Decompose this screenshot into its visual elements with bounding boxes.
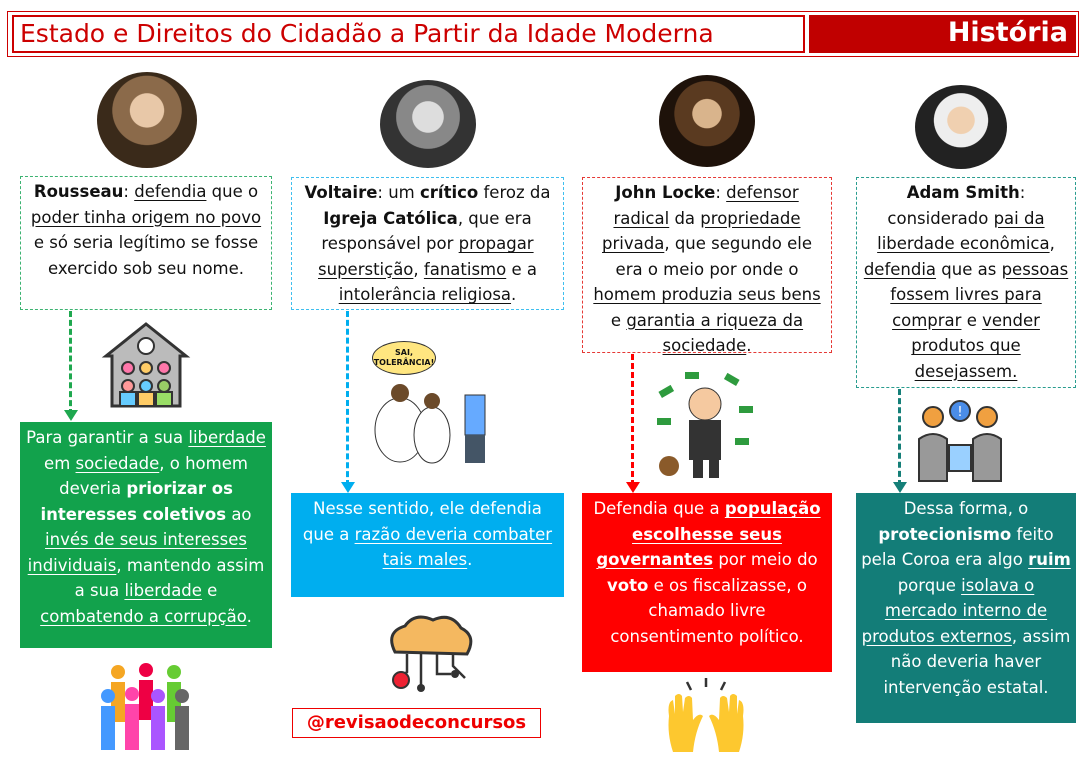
underlined-text: invés de seus interesses individuais (27, 530, 247, 575)
raised-hands-icon (668, 678, 744, 752)
rousseau-conclusion: Para garantir a sua liberdade em socieda… (20, 422, 272, 648)
community-house-icon (101, 322, 191, 408)
text-segment: em (44, 453, 76, 473)
text-segment: e a (506, 259, 537, 279)
smith-portrait (915, 85, 1007, 169)
text-segment: , assim não deveria haver intervenção es… (883, 626, 1071, 697)
locke-intro: John Locke: defensor radical da propried… (582, 177, 832, 356)
locke-conclusion: Defendia que a população escolhesse seus… (582, 493, 832, 672)
text-segment: , que era responsável por (321, 208, 532, 254)
brain-circuit-icon (390, 615, 473, 692)
smith-arrow (898, 389, 901, 486)
text-segment: , (413, 259, 424, 279)
text-segment: e os fiscalizasse, o chamado livre conse… (610, 575, 807, 646)
bold-text: protecionismo (878, 524, 1012, 544)
text-segment: e (201, 581, 218, 600)
author-handle[interactable]: @revisaodeconcursos (292, 708, 541, 738)
svg-text:!: ! (957, 405, 962, 420)
text-segment: ao (226, 504, 252, 524)
text-segment: , que segundo ele era o meio por onde o (615, 234, 812, 279)
text-segment: : (123, 182, 135, 201)
voltaire-intro: Voltaire: um crítico feroz da Igreja Cat… (291, 177, 564, 310)
subject-label: História (809, 15, 1076, 53)
underlined-text: vender produtos que desejassem. (911, 310, 1040, 381)
underlined-text: isolava o mercado interno de produtos ex… (861, 575, 1048, 646)
bold-text: Igreja Católica (323, 208, 458, 228)
arrow-head-icon (341, 482, 355, 493)
underlined-text: propriedade privada (602, 208, 801, 254)
text-segment: . (746, 336, 752, 355)
bold-text: voto (607, 575, 649, 595)
arrow-head-icon (626, 482, 640, 493)
rousseau-arrow (69, 311, 72, 415)
text-segment: , mantendo assim a sua (74, 555, 265, 601)
text-segment: Dessa forma, o (903, 499, 1029, 518)
text-segment: , o homem deveria (59, 453, 248, 499)
bold-text: Adam Smith (906, 183, 1020, 202)
underlined-text: intolerância religiosa (338, 285, 512, 304)
text-segment: e só seria legítimo se fosse exercido so… (33, 233, 259, 278)
arrow-head-icon (893, 482, 907, 493)
text-segment: , (1049, 234, 1055, 253)
bold-text: Voltaire (304, 183, 378, 202)
money-man-icon (657, 372, 753, 478)
underlined-text: garantia a riqueza da sociedade (626, 310, 804, 356)
header-frame (7, 11, 1079, 57)
arrow-head-icon (64, 410, 78, 421)
underlined-text: razão deveria combater tais males (354, 524, 553, 570)
voltaire-conclusion: Nesse sentido, ele defendia que a razão … (291, 493, 564, 597)
underlined-text: defendia (134, 182, 207, 201)
text-segment: . (511, 285, 517, 304)
underlined-text: homem produzia seus bens (593, 285, 821, 304)
text-segment: que as (936, 259, 1002, 279)
smith-conclusion: Dessa forma, o protecionismo feito pela … (856, 493, 1076, 723)
underlined-text: fanatismo (423, 259, 507, 279)
bold-text: priorizar os interesses coletivos (40, 479, 233, 524)
bold-text: Rousseau (33, 182, 124, 201)
locke-arrow (631, 354, 634, 486)
underlined-text: propagar superstição (318, 234, 534, 279)
cartoon-figures-icon (374, 384, 486, 464)
intolerance-cartoon: SAI, TOLERÂNCIA! (370, 335, 530, 465)
text-segment: Defendia que a (593, 499, 725, 518)
underlined-text: pessoas fossem livres para comprar (890, 259, 1069, 330)
text-segment: Para garantir a sua (26, 428, 189, 447)
text-segment: : considerado (887, 183, 1026, 228)
text-segment: feroz da (478, 183, 551, 202)
text-segment: : um (377, 183, 420, 202)
business-people-icon: ! (918, 400, 1002, 482)
bold-text: John Locke (615, 183, 716, 202)
underlined-text: sociedade (75, 453, 160, 473)
underlined-text: pai da liberdade econômica (877, 208, 1050, 254)
page-title: Estado e Direitos do Cidadão a Partir da… (12, 15, 805, 53)
bold-text: população escolhesse seus governantes (596, 499, 821, 569)
crowd-icon (101, 663, 189, 750)
rousseau-portrait (97, 72, 197, 168)
rousseau-intro: Rousseau: defendia que o poder tinha ori… (20, 176, 272, 310)
underlined-text: liberdade (124, 581, 202, 600)
speech-bubble: SAI, TOLERÂNCIA! (372, 341, 436, 375)
text-segment: e (610, 310, 627, 330)
text-segment: . (467, 550, 473, 569)
text-segment: por meio do (713, 550, 818, 569)
underlined-text: combatendo a corrupção (40, 606, 247, 626)
text-segment: Nesse sentido, ele defendia que a (302, 499, 542, 544)
smith-intro: Adam Smith: considerado pai da liberdade… (856, 177, 1076, 388)
bold-text: crítico (420, 183, 479, 202)
underlined-text: defensor radical (613, 183, 799, 228)
underlined-text: poder tinha origem no povo (30, 207, 262, 227)
locke-portrait (659, 75, 755, 167)
text-segment: : (715, 183, 727, 202)
bold-text: ruim (1028, 550, 1071, 569)
text-segment: . (246, 606, 252, 626)
underlined-text: liberdade (188, 428, 266, 447)
text-segment: porque (897, 575, 962, 595)
voltaire-arrow (346, 311, 349, 486)
text-segment: da (669, 208, 701, 228)
text-segment: e (961, 310, 983, 330)
underlined-text: defendia (863, 259, 937, 279)
voltaire-portrait (380, 80, 476, 168)
text-segment: que o (206, 182, 259, 201)
text-segment: feito pela Coroa era algo (861, 524, 1054, 570)
